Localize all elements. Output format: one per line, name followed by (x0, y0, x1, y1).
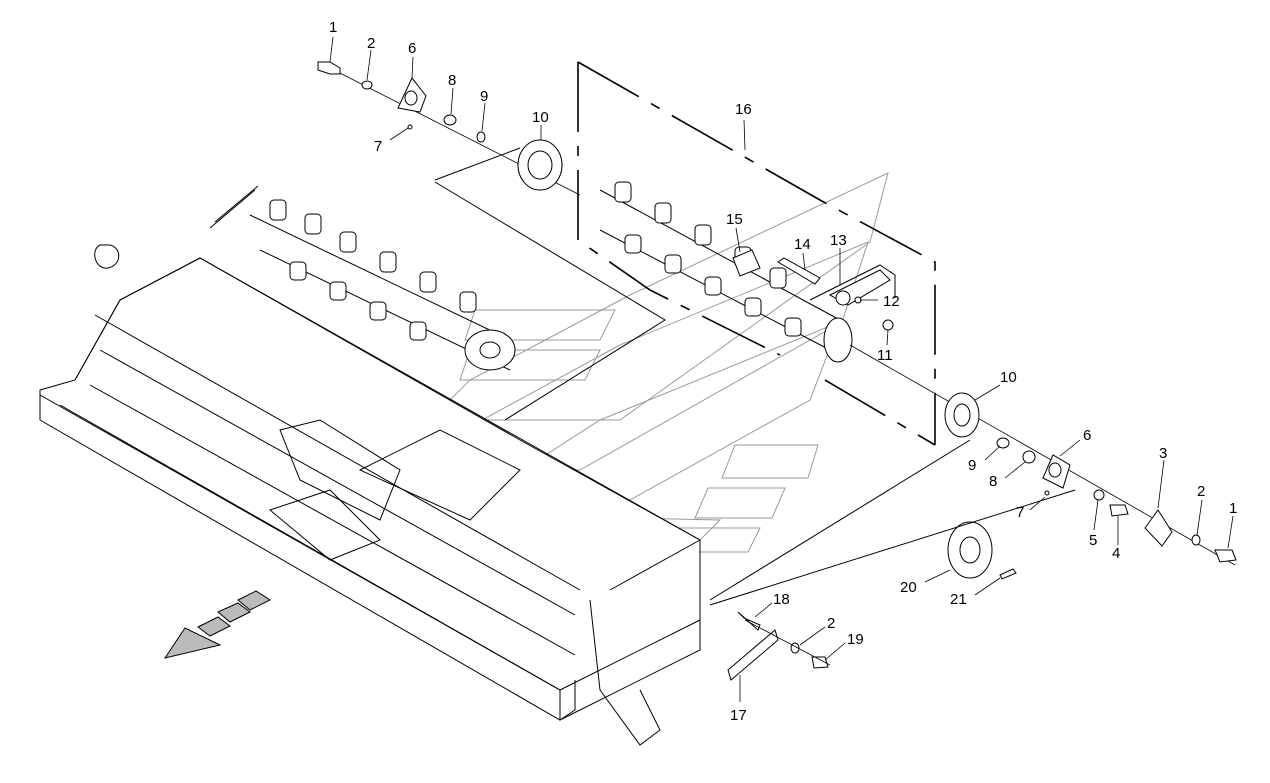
bracket-bolt-assembly (727, 611, 831, 681)
callout-1: 1 (329, 19, 337, 36)
travel-direction-arrow (163, 590, 272, 659)
callout-9b: 9 (968, 457, 976, 474)
callout-16: 16 (735, 101, 752, 118)
callout-8b: 8 (989, 473, 997, 490)
callout-17: 17 (730, 707, 747, 724)
callout-15: 15 (726, 211, 743, 228)
callout-10b: 10 (1000, 369, 1017, 386)
callout-19: 19 (847, 631, 864, 648)
right-bearing-assembly (709, 344, 1237, 606)
callout-2b: 2 (1197, 483, 1205, 500)
callout-7b: 7 (1016, 504, 1024, 521)
callout-18: 18 (773, 591, 790, 608)
callout-8: 8 (448, 72, 456, 89)
callout-2c: 2 (827, 615, 835, 632)
callout-2: 2 (367, 35, 375, 52)
callout-9: 9 (480, 88, 488, 105)
cutter-housing (39, 185, 701, 746)
callout-6b: 6 (1083, 427, 1091, 444)
callout-1b: 1 (1229, 500, 1237, 517)
rotor-shaft-front (249, 199, 516, 371)
callout-21: 21 (950, 591, 967, 608)
callout-13: 13 (830, 232, 847, 249)
tensioner-assembly (732, 249, 896, 331)
callout-20: 20 (900, 579, 917, 596)
rotor-shaft-rear (599, 181, 853, 363)
callout-12: 12 (883, 293, 900, 310)
callout-7: 7 (374, 138, 382, 155)
callout-6: 6 (408, 40, 416, 57)
rotor-group-bracket (577, 61, 936, 446)
callout-5: 5 (1089, 532, 1097, 549)
callout-3: 3 (1159, 445, 1167, 462)
callout-11: 11 (877, 347, 893, 364)
callout-4: 4 (1112, 545, 1120, 562)
leader-lines (329, 36, 1234, 702)
callout-14: 14 (794, 236, 811, 253)
callout-10: 10 (532, 109, 549, 126)
callout-labels: 1 2 6 7 8 9 10 16 15 14 13 12 11 10 6 9 … (329, 19, 1237, 724)
left-bearing-assembly (317, 61, 666, 421)
